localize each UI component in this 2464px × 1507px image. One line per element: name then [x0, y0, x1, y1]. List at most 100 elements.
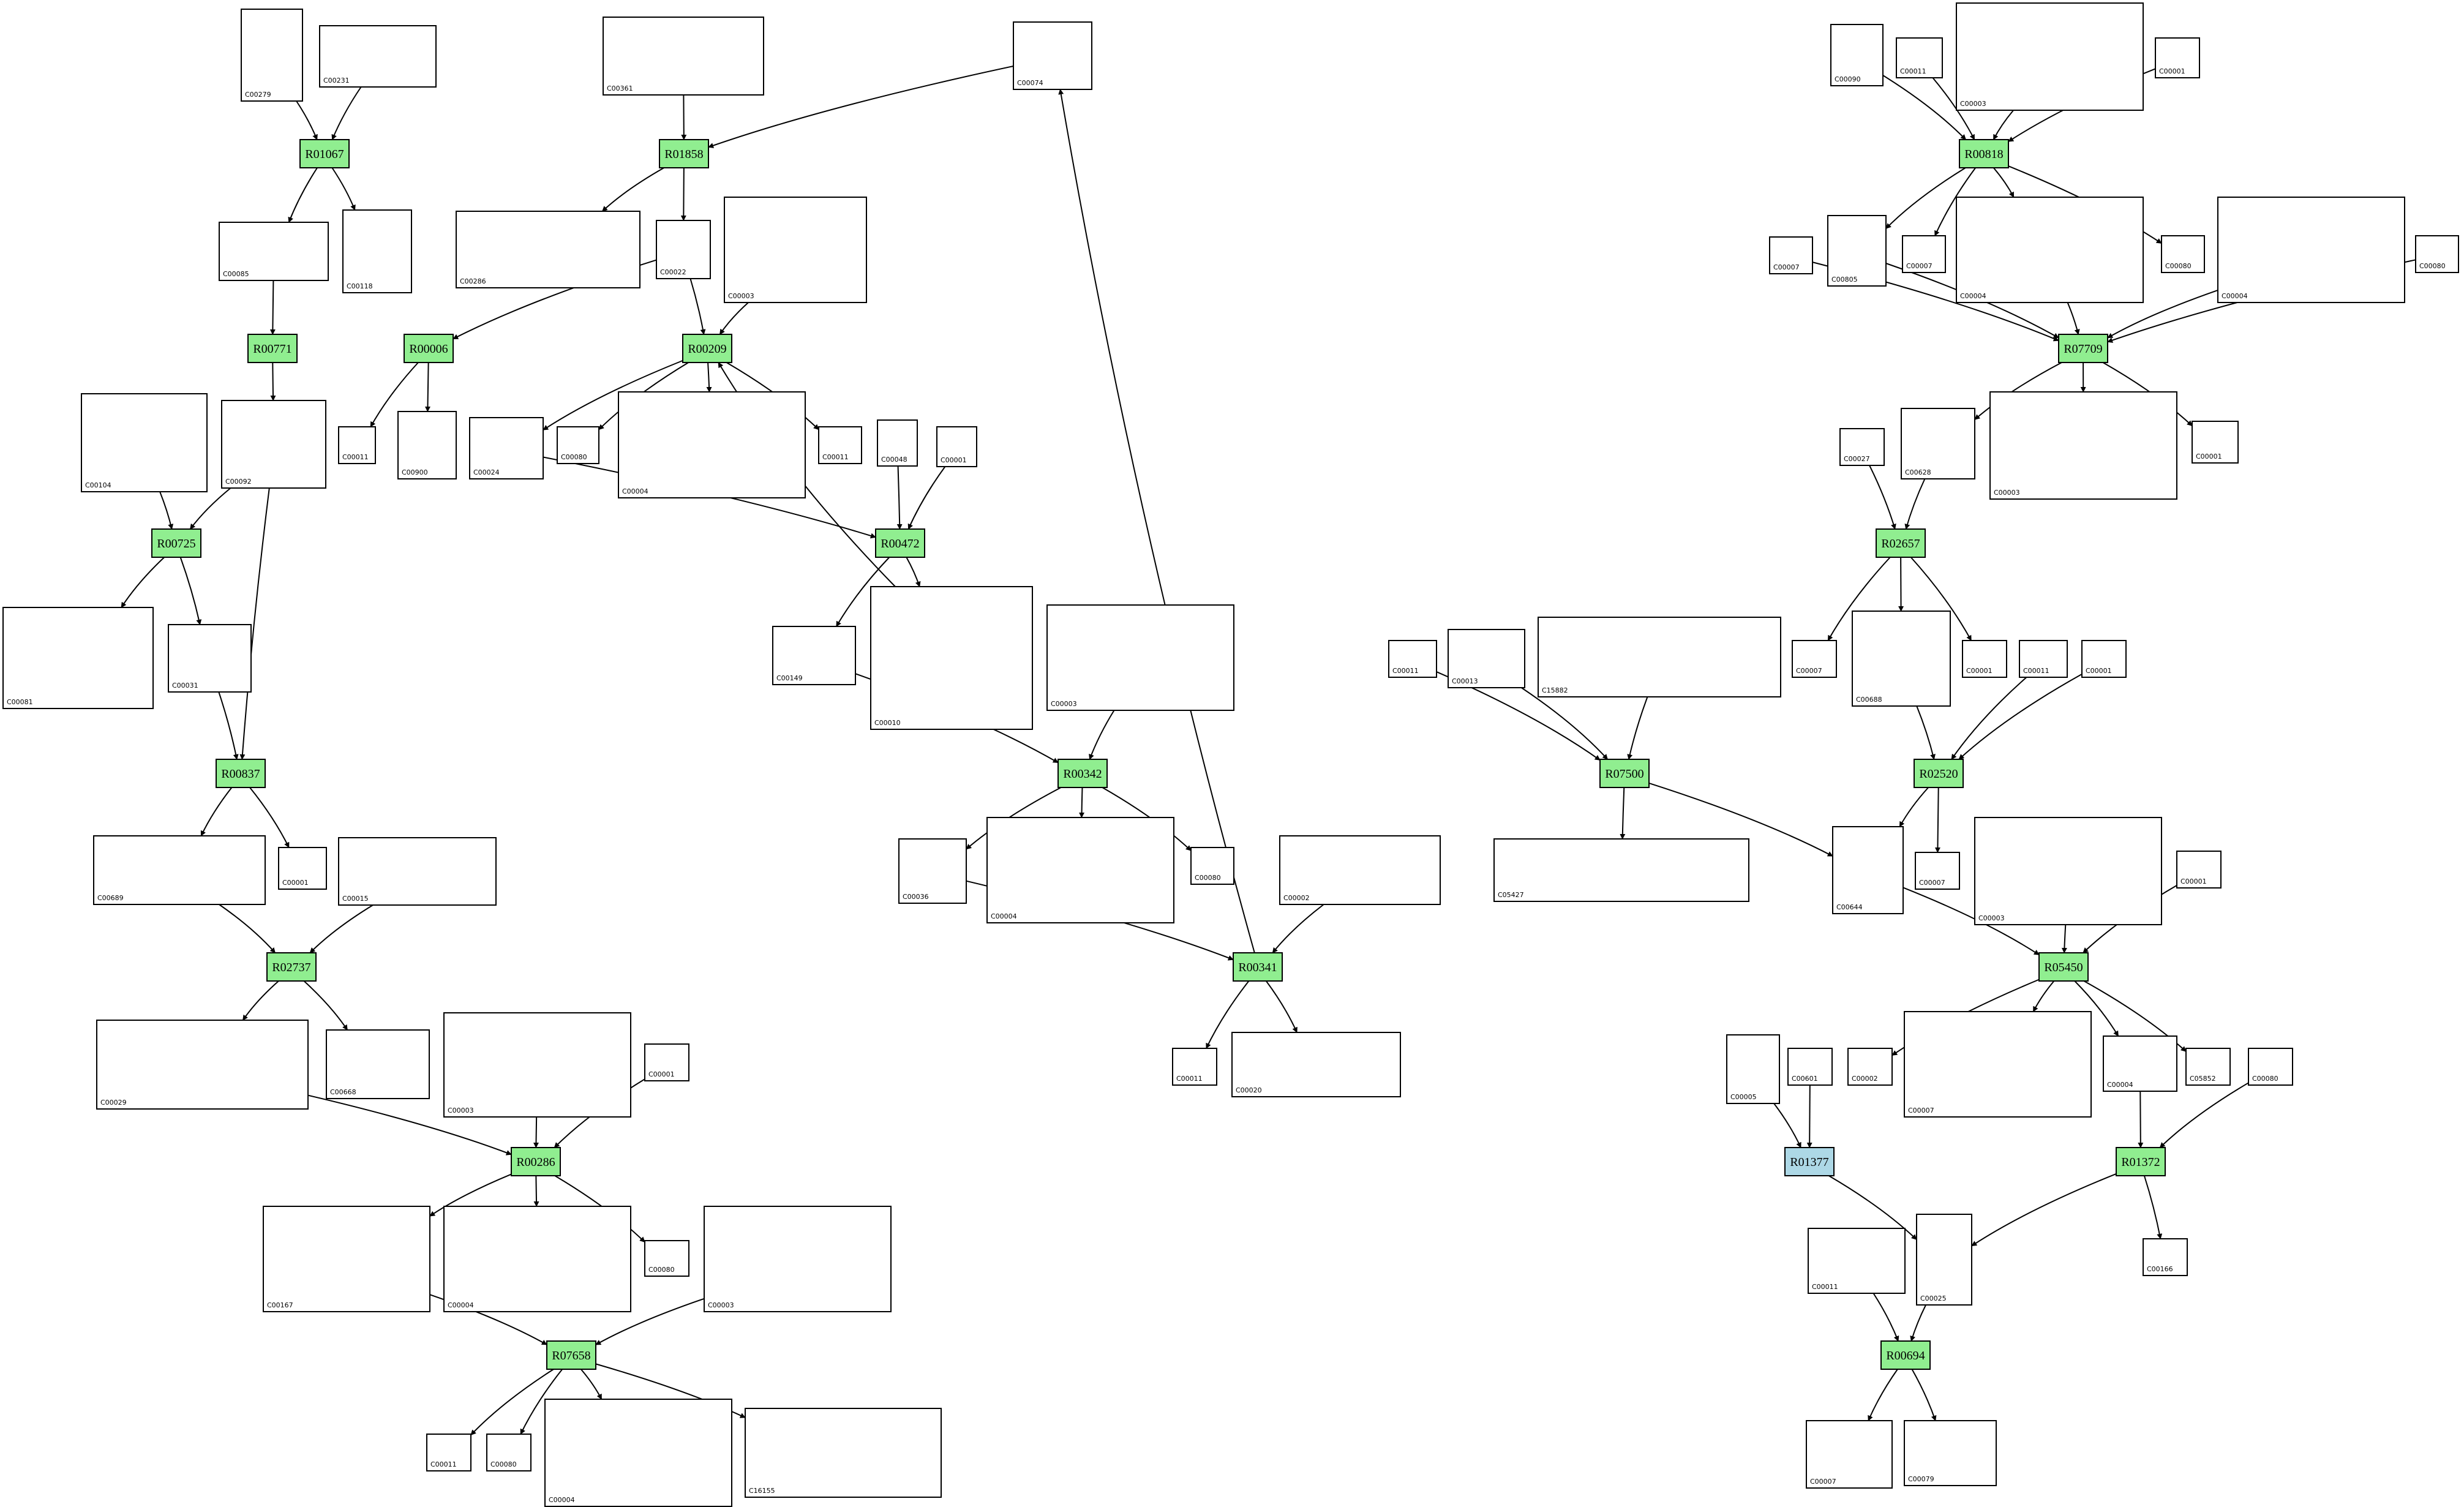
reaction-node-r00472[interactable]: R00472 [875, 528, 925, 558]
compound-node[interactable]: C00003 [443, 1012, 631, 1118]
compound-node[interactable]: C00001 [2155, 37, 2200, 78]
reaction-node-r07658[interactable]: R07658 [546, 1340, 596, 1370]
compound-node[interactable]: C00011 [426, 1434, 471, 1471]
compound-node[interactable]: C00011 [818, 426, 862, 464]
reaction-node-r01067[interactable]: R01067 [299, 139, 350, 168]
compound-node[interactable]: C00003 [1046, 604, 1234, 711]
compound-node[interactable]: C00080 [486, 1434, 531, 1471]
compound-node[interactable]: C00231 [319, 25, 437, 88]
compound-node[interactable]: C00003 [1989, 391, 2177, 500]
compound-node[interactable]: C00668 [326, 1029, 430, 1099]
compound-node[interactable]: C00279 [241, 9, 303, 102]
compound-node[interactable]: C00001 [1962, 640, 2007, 678]
compound-node[interactable]: C00080 [2161, 235, 2205, 273]
compound-node[interactable]: C05852 [2185, 1048, 2231, 1086]
compound-node[interactable]: C00024 [469, 417, 544, 479]
compound-node[interactable]: C00020 [1231, 1032, 1401, 1097]
compound-node[interactable]: C00001 [644, 1043, 689, 1081]
compound-node[interactable]: C00007 [1792, 640, 1837, 678]
compound-node[interactable]: C00644 [1832, 826, 1904, 914]
reaction-node-r00286[interactable]: R00286 [511, 1147, 561, 1176]
compound-node[interactable]: C00118 [342, 209, 412, 293]
reaction-node-r02520[interactable]: R02520 [1914, 759, 1964, 788]
compound-node[interactable]: C00149 [772, 626, 856, 685]
compound-node[interactable]: C00085 [219, 222, 329, 281]
compound-node[interactable]: C00001 [2081, 640, 2127, 678]
compound-node[interactable]: C00004 [443, 1206, 631, 1312]
compound-node[interactable]: C00090 [1830, 24, 1884, 86]
compound-node[interactable]: C00688 [1852, 611, 1951, 707]
compound-node[interactable]: C00005 [1726, 1034, 1780, 1104]
compound-node[interactable]: C00007 [1915, 852, 1960, 890]
compound-node[interactable]: C00167 [263, 1206, 430, 1312]
compound-node[interactable]: C00080 [2248, 1048, 2293, 1086]
compound-node[interactable]: C00029 [96, 1020, 309, 1110]
compound-node[interactable]: C00900 [397, 411, 457, 479]
compound-node[interactable]: C00011 [1808, 1228, 1906, 1294]
compound-node[interactable]: C00104 [81, 393, 208, 492]
compound-node[interactable]: C05427 [1493, 838, 1749, 902]
compound-node[interactable]: C00011 [1172, 1048, 1217, 1086]
compound-node[interactable]: C00080 [557, 426, 599, 464]
compound-node[interactable]: C00081 [2, 607, 154, 709]
compound-node[interactable]: C00001 [936, 426, 977, 467]
compound-node[interactable]: C00689 [93, 835, 266, 905]
compound-node[interactable]: C00166 [2143, 1238, 2188, 1276]
compound-node[interactable]: C00002 [1279, 835, 1441, 905]
compound-node[interactable]: C00013 [1448, 629, 1525, 688]
compound-node[interactable]: C00003 [1956, 2, 2144, 111]
compound-node[interactable]: C00004 [544, 1399, 732, 1507]
compound-node[interactable]: C00007 [1904, 1011, 2092, 1118]
compound-node[interactable]: C16155 [745, 1408, 942, 1498]
compound-node[interactable]: C00080 [1190, 847, 1234, 885]
compound-node[interactable]: C15882 [1538, 617, 1781, 697]
reaction-node-r05450[interactable]: R05450 [2038, 952, 2089, 982]
compound-node[interactable]: C00007 [1769, 236, 1813, 274]
compound-node[interactable]: C00002 [1847, 1048, 1893, 1086]
compound-node[interactable]: C00011 [2019, 640, 2068, 678]
reaction-node-r00837[interactable]: R00837 [216, 759, 266, 788]
compound-node[interactable]: C00004 [1956, 197, 2144, 303]
compound-node[interactable]: C00022 [656, 220, 711, 279]
compound-node[interactable]: C00015 [338, 837, 497, 906]
reaction-node-r00341[interactable]: R00341 [1233, 952, 1283, 982]
compound-node[interactable]: C00004 [2103, 1035, 2177, 1092]
compound-node[interactable]: C00080 [644, 1240, 689, 1277]
compound-node[interactable]: C00027 [1839, 428, 1885, 466]
compound-node[interactable]: C00004 [986, 817, 1174, 923]
reaction-node-r00006[interactable]: R00006 [404, 334, 454, 363]
compound-node[interactable]: C00036 [898, 838, 967, 904]
reaction-node-r01377[interactable]: R01377 [1784, 1147, 1835, 1176]
compound-node[interactable]: C00080 [2415, 235, 2459, 273]
reaction-node-r00725[interactable]: R00725 [151, 528, 201, 558]
compound-node[interactable]: C00003 [704, 1206, 892, 1312]
compound-node[interactable]: C00079 [1904, 1420, 1997, 1486]
compound-node[interactable]: C00628 [1901, 408, 1975, 479]
compound-node[interactable]: C00007 [1902, 235, 1946, 273]
reaction-node-r07709[interactable]: R07709 [2058, 334, 2108, 363]
compound-node[interactable]: C00074 [1013, 21, 1092, 90]
compound-node[interactable]: C00011 [1388, 640, 1437, 678]
compound-node[interactable]: C00003 [1974, 817, 2162, 925]
compound-node[interactable]: C00048 [877, 419, 918, 467]
compound-node[interactable]: C00007 [1806, 1420, 1893, 1489]
compound-node[interactable]: C00011 [338, 426, 376, 464]
reaction-node-r01858[interactable]: R01858 [659, 139, 709, 168]
compound-node[interactable]: C00011 [1896, 37, 1943, 78]
compound-node[interactable]: C00031 [168, 624, 252, 693]
compound-node[interactable]: C00004 [2217, 197, 2405, 303]
reaction-node-r01372[interactable]: R01372 [2116, 1147, 2166, 1176]
reaction-node-r02657[interactable]: R02657 [1876, 528, 1926, 558]
reaction-node-r00771[interactable]: R00771 [247, 334, 298, 363]
reaction-node-r00818[interactable]: R00818 [1959, 139, 2009, 168]
compound-node[interactable]: C00001 [2192, 421, 2239, 464]
compound-node[interactable]: C00092 [221, 400, 326, 489]
reaction-node-r00342[interactable]: R00342 [1057, 759, 1108, 788]
compound-node[interactable]: C00286 [456, 211, 640, 288]
reaction-node-r00209[interactable]: R00209 [682, 334, 732, 363]
compound-node[interactable]: C00805 [1827, 215, 1887, 287]
compound-node[interactable]: C00601 [1787, 1048, 1833, 1086]
compound-node[interactable]: C00361 [603, 17, 764, 96]
compound-node[interactable]: C00010 [870, 586, 1033, 730]
reaction-node-r02737[interactable]: R02737 [266, 952, 317, 982]
